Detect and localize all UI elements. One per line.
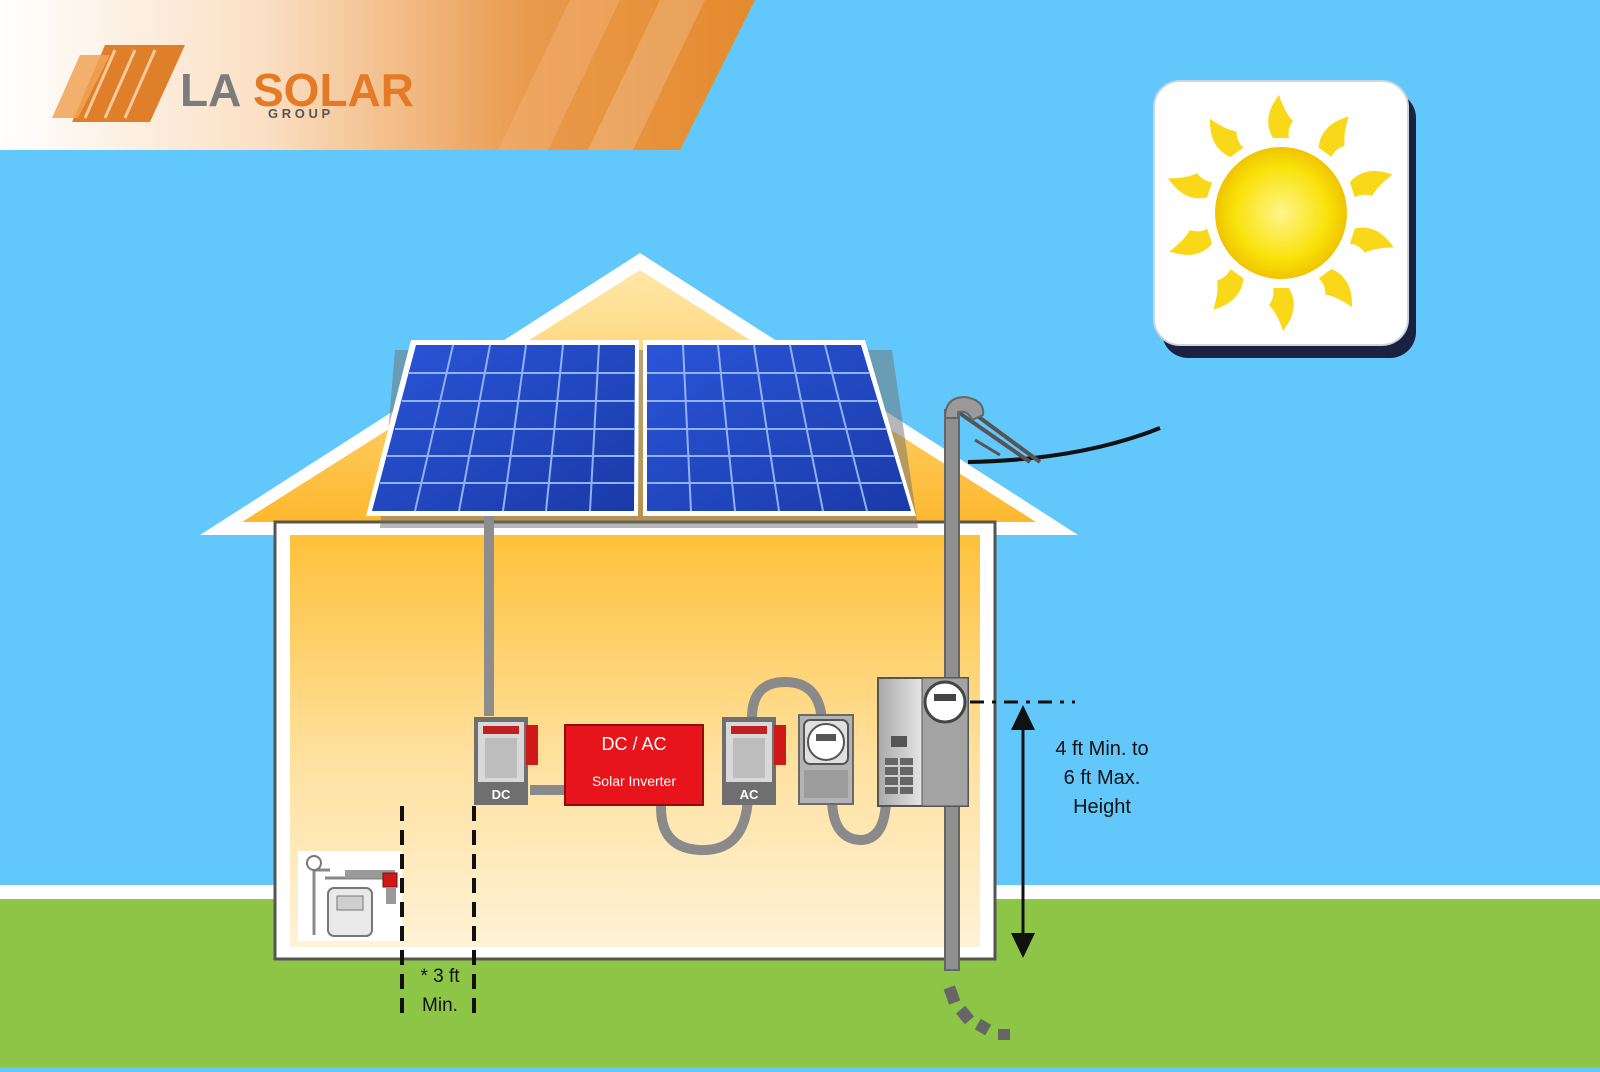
clearance-note-line2: Min. <box>422 995 458 1016</box>
panel-left-grid <box>380 344 635 512</box>
inverter-subtitle: Solar Inverter <box>592 773 676 789</box>
height-note-line2: 6 ft Max. <box>1063 767 1141 789</box>
panel-conduit <box>484 516 494 716</box>
clearance-requirement-note: * 3 ft Min. <box>375 962 505 1020</box>
inverter-box <box>564 724 704 806</box>
clearance-dimension <box>400 806 476 1017</box>
sun-disc <box>1215 147 1347 279</box>
sun-tile <box>1153 80 1416 358</box>
inverter-title: DC / AC <box>601 734 666 754</box>
panel-right-grid <box>647 344 902 512</box>
height-arrow-up <box>1011 705 1035 730</box>
solar-inverter: DC / AC Solar Inverter <box>564 724 704 806</box>
height-note-line3: Height <box>1073 796 1131 818</box>
clearance-note-line1: * 3 ft <box>420 966 460 987</box>
logo-text-solar: SOLAR <box>253 64 414 116</box>
logo-banner <box>0 0 755 150</box>
ac-label: AC <box>740 787 759 802</box>
weatherhead <box>943 395 985 422</box>
dc-disconnect: DC <box>474 717 538 805</box>
logo-text-la: LA <box>180 64 241 116</box>
height-note-line1: 4 ft Min. to <box>1055 738 1149 760</box>
main-service-panel <box>877 677 969 807</box>
height-requirement-note: 4 ft Min. to 6 ft Max. Height <box>1027 735 1177 822</box>
gas-meter-icon <box>298 851 402 941</box>
logo-subtext: G R O U P <box>268 106 330 121</box>
logo-banner-stripe <box>498 0 620 150</box>
height-arrow-down <box>1011 933 1035 958</box>
height-dimension <box>970 700 1075 958</box>
sun-icon <box>1168 95 1394 331</box>
service-drop-wire <box>967 426 1161 464</box>
ac-wiring <box>530 676 891 856</box>
dc-label: DC <box>492 787 511 802</box>
underground-feed <box>943 985 1010 1040</box>
utility-meter <box>923 680 967 724</box>
brand-logo: LA SOLAR G R O U P <box>0 0 755 150</box>
production-meter <box>798 714 854 805</box>
logo-mark-icon <box>52 45 185 122</box>
solar-panel-icon <box>366 340 918 528</box>
logo-banner-stripe-2 <box>588 0 705 150</box>
ac-disconnect: AC <box>722 717 786 805</box>
